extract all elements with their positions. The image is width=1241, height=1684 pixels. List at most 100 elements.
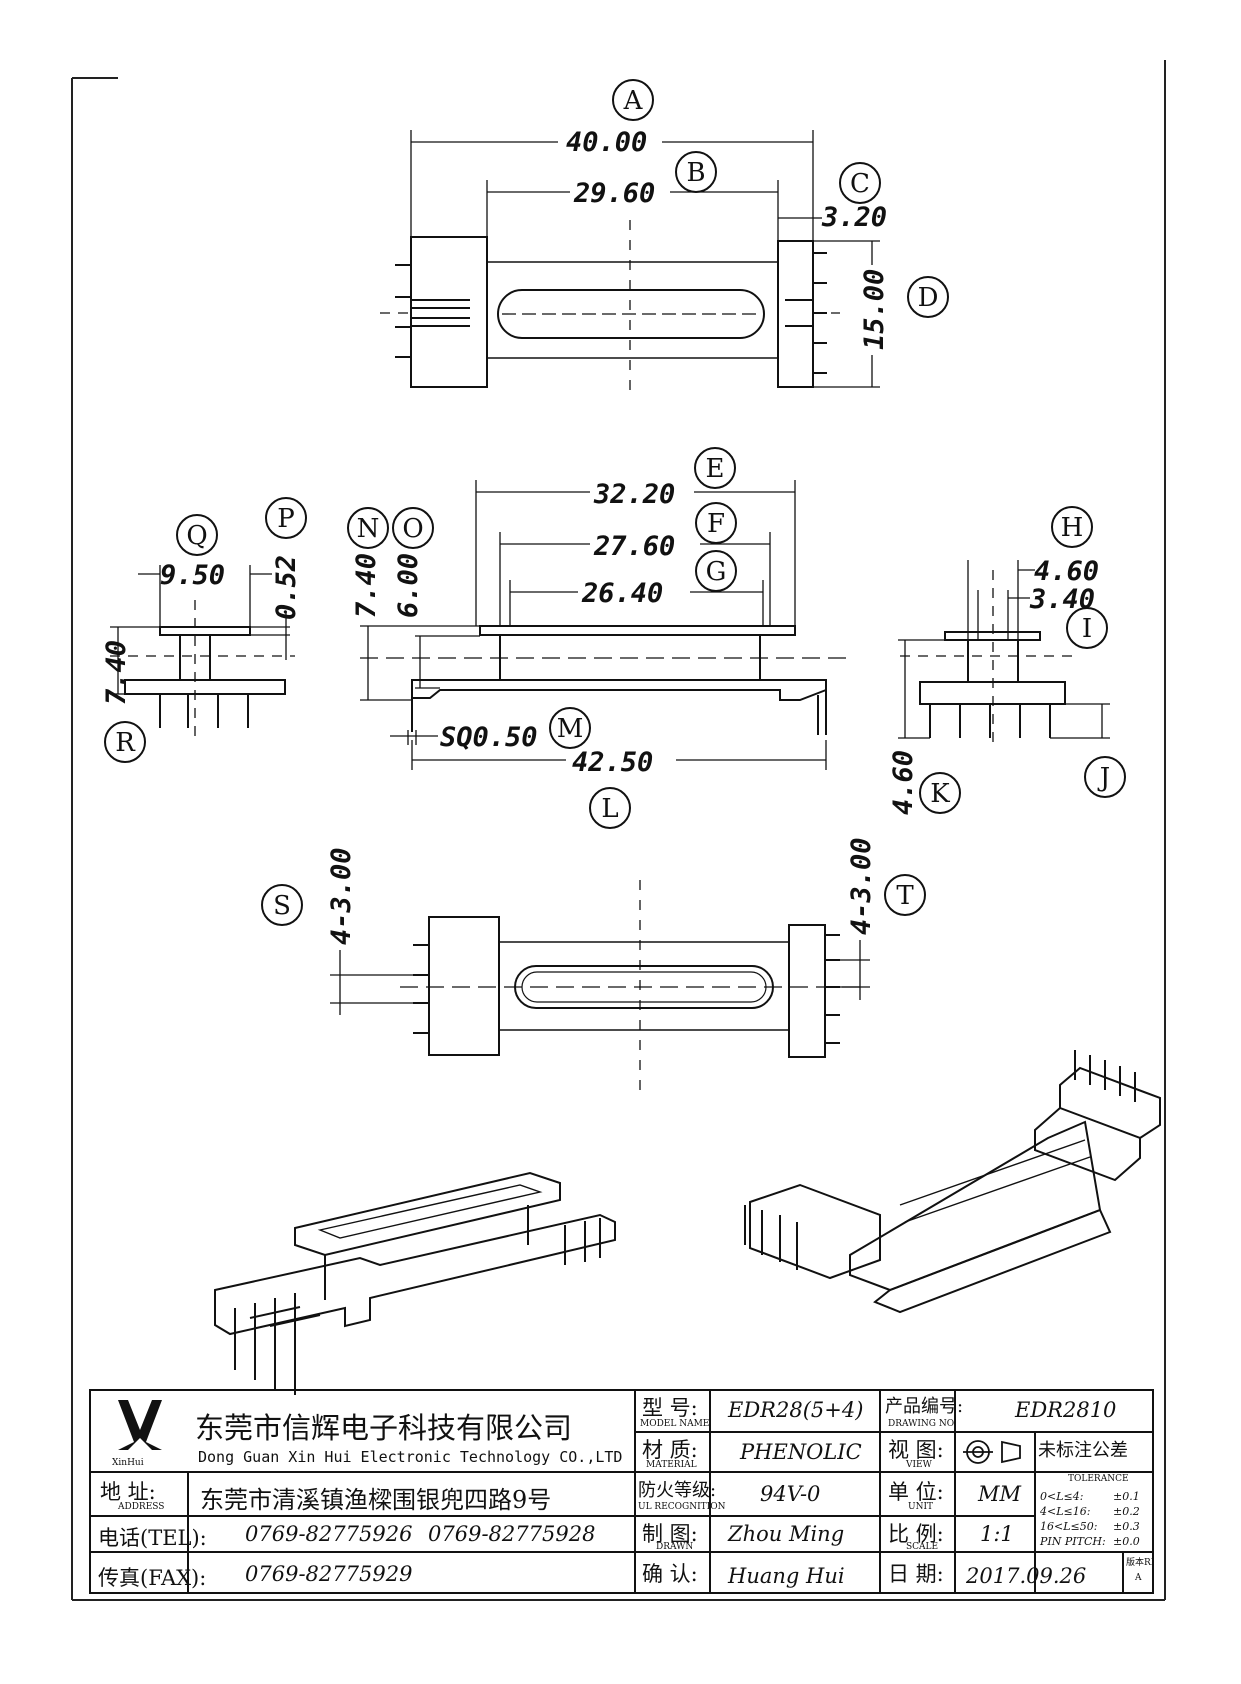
tolerance-range-4: PIN PITCH:: [1040, 1535, 1106, 1548]
scale-value: 1:1: [980, 1522, 1014, 1546]
isometric-view-left: [214, 1171, 616, 1395]
bottom-view-labels: 4-3.00 4-3.00: [326, 837, 877, 945]
dimension-p: 0.52: [271, 555, 302, 620]
callout-t-circle: [884, 874, 926, 916]
callout-m-circle: [549, 707, 591, 749]
dimension-a: 40.00: [566, 127, 647, 158]
left-end-view-labels: 9.50 0.52 7.40: [101, 555, 302, 705]
tolerance-label: 未标注公差: [1038, 1440, 1128, 1461]
callout-k-circle: [919, 772, 961, 814]
tolerance-value-3: ±0.3: [1113, 1520, 1140, 1533]
callout-a: A: [623, 86, 644, 116]
company-name-en: Dong Guan Xin Hui Electronic Technology …: [198, 1448, 623, 1466]
tolerance-range-3: 16<L≤50:: [1040, 1520, 1098, 1533]
drawing-no-value: EDR2810: [1015, 1398, 1117, 1422]
callout-b-circle: [675, 151, 717, 193]
callout-p: P: [277, 504, 295, 534]
callout-h-circle: [1051, 506, 1093, 548]
right-end-view: [898, 560, 1110, 750]
dimension-q: 9.50: [160, 560, 225, 591]
callout-t: T: [896, 881, 914, 911]
callout-p-circle: [265, 497, 307, 539]
fax-value: 0769-82775929: [245, 1562, 413, 1586]
drawing-no-label: 产品编号:: [885, 1396, 964, 1417]
callout-i: I: [1082, 614, 1092, 644]
top-view: [380, 130, 880, 395]
callout-q-circle: [176, 514, 218, 556]
callout-n-circle: [347, 507, 389, 549]
scale-label-en: SCALE: [906, 1542, 939, 1552]
version-label: 版本RI: [1126, 1558, 1155, 1568]
callout-f: F: [707, 509, 725, 539]
callout-k: K: [930, 779, 950, 809]
isometric-view-right: [744, 1050, 1161, 1314]
callout-d: D: [918, 283, 939, 313]
unit-value: MM: [978, 1482, 1022, 1506]
callout-c-circle: [839, 162, 881, 204]
callout-b: B: [686, 158, 705, 188]
unit-label-en: UNIT: [908, 1502, 934, 1512]
address-label-en: ADDRESS: [118, 1502, 165, 1512]
date-value: 2017.09.26: [966, 1564, 1087, 1588]
material-label-en: MATERIAL: [646, 1460, 697, 1470]
model-label-en: MODEL NAME: [640, 1419, 710, 1429]
ul-value: 94V-0: [760, 1482, 821, 1506]
dimension-i: 3.40: [1029, 584, 1095, 615]
drawn-label: 制 图:: [642, 1522, 698, 1546]
callout-e-circle: [694, 447, 736, 489]
address-value: 东莞市清溪镇渔樑围银兜四路9号: [200, 1486, 552, 1514]
callout-i-circle: [1066, 607, 1108, 649]
callout-r: R: [115, 728, 136, 758]
callout-m: M: [557, 714, 584, 744]
drawn-value: Zhou Ming: [728, 1522, 845, 1546]
title-block-grid: [89, 1389, 1154, 1594]
company-name-cn: 东莞市信辉电子科技有限公司: [195, 1411, 573, 1445]
top-view-labels: 40.00 29.60 3.20 15.00: [566, 127, 890, 350]
material-label: 材 质:: [642, 1438, 698, 1462]
dimension-g: 26.40: [581, 578, 663, 609]
unit-label: 单 位:: [888, 1480, 944, 1504]
front-view-labels: 32.20 27.60 26.40 42.50 SQ0.50 7.40 6.00: [351, 479, 675, 778]
tolerance-label-en: TOLERANCE: [1068, 1474, 1129, 1484]
callout-c: C: [850, 169, 870, 199]
callout-s: S: [273, 891, 291, 921]
dimension-h: 4.60: [1034, 556, 1099, 587]
callout-o-circle: [392, 507, 434, 549]
ul-label: 防火等级:: [638, 1480, 717, 1501]
callout-l: L: [601, 794, 618, 824]
callout-l-circle: [589, 787, 631, 829]
dimension-d: 15.00: [859, 269, 890, 350]
confirm-value: Huang Hui: [728, 1564, 845, 1588]
tel-1: 0769-82775926: [245, 1522, 413, 1546]
left-end-view: [110, 565, 295, 740]
tel-label: 电话(TEL):: [98, 1526, 207, 1550]
confirm-label: 确 认:: [642, 1562, 698, 1586]
dimension-m: SQ0.50: [440, 722, 538, 753]
callout-a-circle: [612, 79, 654, 121]
drawing-no-label-en: DRAWING NO.: [888, 1419, 957, 1429]
view-label-en: VIEW: [906, 1460, 932, 1470]
callout-g: G: [706, 557, 727, 587]
page-frame: [71, 60, 1166, 1601]
dimension-o: 6.00: [393, 553, 424, 618]
bottom-view: [330, 880, 870, 1095]
tolerance-value-2: ±0.2: [1113, 1505, 1140, 1518]
callout-e: E: [706, 454, 725, 484]
model-value: EDR28(5+4): [728, 1398, 864, 1422]
dimension-e: 32.20: [593, 479, 675, 510]
callout-o: O: [402, 514, 423, 544]
callout-h: H: [1061, 513, 1084, 543]
ul-label-en: UL RECOGNITION: [638, 1502, 726, 1512]
callout-q: Q: [186, 521, 207, 551]
scale-label: 比 例:: [888, 1522, 944, 1546]
dimension-r: 7.40: [101, 640, 132, 705]
dimension-k: 4.60: [888, 750, 919, 815]
callout-group: [104, 79, 1126, 926]
date-label: 日 期:: [888, 1562, 944, 1586]
logo-text: XinHui: [112, 1458, 144, 1468]
callout-letters: A B C D E F G H I J K L M N O P Q R S T: [115, 86, 1110, 921]
projection-symbol-icon: [963, 1440, 1021, 1464]
dimension-t: 4-3.00: [846, 837, 877, 935]
dimension-n: 7.40: [351, 553, 382, 618]
